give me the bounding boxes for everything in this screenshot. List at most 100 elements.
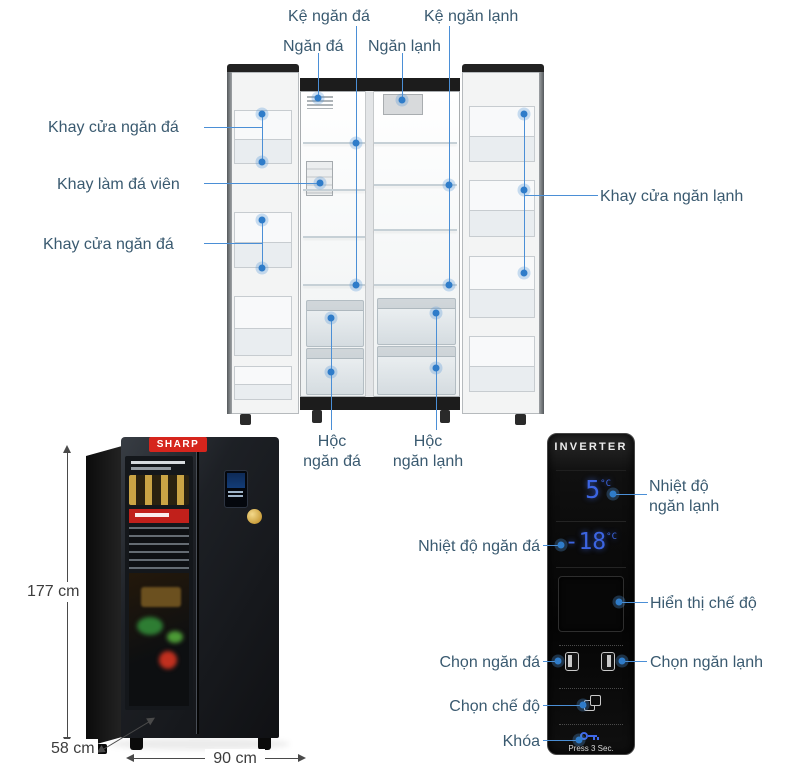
key-icon-tooth	[597, 737, 599, 740]
closed-fridge-foot	[130, 738, 143, 750]
callout-line	[356, 26, 357, 285]
callout-dot	[258, 110, 266, 118]
promo-food-blob	[137, 617, 163, 635]
label-nhiet-do-ngan-lanh: Nhiệt độ ngăn lạnh	[649, 478, 720, 515]
callout-dot	[327, 368, 335, 376]
callout-dot	[327, 314, 335, 322]
callout-dot	[398, 96, 406, 104]
promo-text-block	[129, 527, 189, 569]
warranty-badge	[247, 509, 262, 524]
fridge-select-button[interactable]	[601, 652, 615, 671]
key-icon	[580, 732, 588, 740]
callout-line	[402, 53, 403, 100]
callout-line	[543, 740, 578, 741]
callout-dot	[579, 701, 587, 709]
panel-separator	[556, 567, 626, 568]
freezer-drawer	[306, 300, 364, 347]
callout-line	[543, 661, 557, 662]
lock-button[interactable]	[580, 730, 602, 742]
callout-dot	[352, 139, 360, 147]
fridge-door-bin	[469, 256, 535, 318]
callout-dot	[609, 490, 617, 498]
label-ke-ngan-da: Kệ ngăn đá	[288, 8, 370, 25]
freezer-temp-value: -18	[564, 529, 607, 555]
panel-dotted-divider	[559, 645, 623, 646]
label-nhiet-do-ngan-da: Nhiệt độ ngăn đá	[418, 538, 540, 555]
inverter-title: INVERTER	[554, 441, 628, 453]
label-khoa: Khóa	[502, 733, 540, 750]
callout-dot	[618, 657, 626, 665]
fridge-temp-unit: °C	[600, 479, 611, 489]
freezer-shelf	[303, 142, 365, 144]
fridge-temp-display: 5 °C	[551, 477, 623, 505]
arrow-right-icon	[298, 754, 306, 762]
promo-sticker-panel	[125, 456, 193, 710]
fridge-select-glyph	[607, 655, 611, 667]
callout-dot	[575, 736, 583, 744]
label-chon-che-do: Chọn chế độ	[449, 698, 540, 715]
open-fridge	[227, 64, 544, 425]
fridge-temp-value: 5	[585, 475, 601, 504]
sharp-logo: SHARP	[149, 437, 207, 452]
callout-line	[543, 545, 560, 546]
freezer-select-button[interactable]	[565, 652, 579, 671]
callout-dot	[432, 309, 440, 317]
callout-line	[524, 114, 525, 273]
label-khay-cua-ngan-da-2: Khay cửa ngăn đá	[43, 236, 174, 253]
callout-dot	[352, 281, 360, 289]
label-ngan-lanh: Ngăn lạnh	[368, 38, 441, 55]
callout-dot	[432, 364, 440, 372]
label-khay-cua-ngan-lanh: Khay cửa ngăn lạnh	[600, 188, 744, 205]
width-dimension-label: 90 cm	[205, 749, 265, 769]
key-icon-tooth	[593, 737, 595, 740]
door-display-screen	[227, 473, 245, 488]
cabinet-bottom-edge	[300, 397, 460, 410]
closed-fridge: SHARP	[60, 430, 300, 760]
callout-line	[615, 494, 647, 495]
freezer-drawer	[306, 348, 364, 395]
label-ke-ngan-lanh: Kệ ngăn lạnh	[424, 8, 519, 25]
promo-food-blob	[159, 651, 177, 669]
fridge-foot	[515, 414, 526, 425]
callout-dot	[554, 657, 562, 665]
promo-gold-image	[129, 475, 189, 505]
callout-dot	[258, 216, 266, 224]
callout-dot	[445, 281, 453, 289]
promo-food-blob	[141, 587, 181, 607]
cabinet-top-edge	[300, 78, 460, 91]
callout-dot	[557, 541, 565, 549]
fridge-shelf	[374, 229, 457, 231]
callout-line	[262, 220, 263, 268]
callout-dot	[520, 269, 528, 277]
fridge-door-bin	[469, 336, 535, 392]
label-chon-ngan-da: Chọn ngăn đá	[439, 654, 540, 671]
freezer-door-bin	[234, 110, 292, 164]
freezer-shelf	[303, 236, 365, 238]
door-seam-highlight	[196, 441, 197, 734]
mode-select-button[interactable]	[584, 695, 602, 713]
label-hoc-ngan-da: Hộc ngăn đá	[303, 433, 361, 470]
callout-dot	[314, 94, 322, 102]
height-dimension-label: 177 cm	[24, 582, 83, 602]
freezer-select-glyph	[568, 655, 572, 667]
callout-line	[204, 127, 262, 128]
freezer-shelf	[303, 189, 365, 191]
label-ngan-da: Ngăn đá	[283, 38, 344, 55]
fridge-shelf	[374, 184, 457, 186]
freezer-temp-unit: °C	[606, 532, 617, 542]
press-hint-text: Press 3 Sec.	[568, 744, 614, 753]
label-chon-ngan-lanh: Chọn ngăn lạnh	[650, 654, 763, 671]
freezer-vent-grille	[307, 96, 333, 109]
closed-fridge-foot	[258, 738, 271, 750]
key-icon-stem	[588, 735, 597, 737]
fridge-drawer	[377, 298, 456, 345]
fridge-side-panel	[86, 446, 122, 747]
label-hien-thi-che-do: Hiển thị chế độ	[650, 595, 757, 612]
panel-dotted-divider	[559, 688, 623, 689]
panel-dotted-divider	[559, 724, 623, 725]
freezer-door-bin	[234, 212, 292, 268]
fridge-foot	[240, 414, 251, 425]
promo-food-image	[129, 573, 189, 706]
fridge-shelf	[374, 142, 457, 144]
callout-line	[318, 53, 319, 98]
